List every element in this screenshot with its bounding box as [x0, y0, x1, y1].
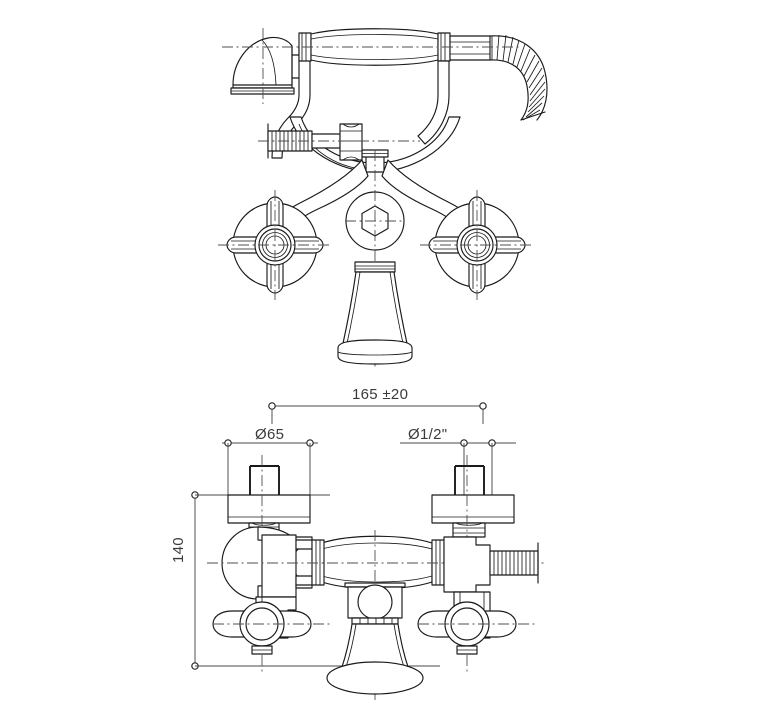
- dimension-label-flange-diameter: Ø65: [255, 426, 285, 443]
- dimension-label-inlet-thread: Ø1/2": [408, 426, 448, 443]
- handset-grip: [298, 28, 491, 66]
- bath-spout-plan: [326, 582, 424, 695]
- threaded-inlet-nipple: [267, 123, 363, 161]
- front-elevation-view: [218, 28, 548, 370]
- hose-outlet-thread-plan: [489, 542, 539, 584]
- flexible-hose: [489, 34, 548, 121]
- cradle-right-arm: [417, 60, 450, 145]
- bath-spout: [337, 261, 413, 365]
- mixer-body-plan: [295, 535, 445, 590]
- cross-handle-right-plan: [417, 601, 517, 655]
- wall-flange-left: [227, 465, 311, 536]
- dimension-label-height: 140: [170, 537, 187, 563]
- dimension-inlet-thread: [400, 439, 516, 502]
- wall-flange-right: [431, 465, 515, 538]
- plan-view: [207, 455, 545, 700]
- handset-cradle: [271, 45, 311, 159]
- shower-handset: [230, 36, 300, 95]
- dimension-label-center-distance: 165 ±20: [352, 386, 409, 403]
- dimension-center-distance: [268, 402, 487, 424]
- dimension-flange-diameter: [222, 439, 318, 502]
